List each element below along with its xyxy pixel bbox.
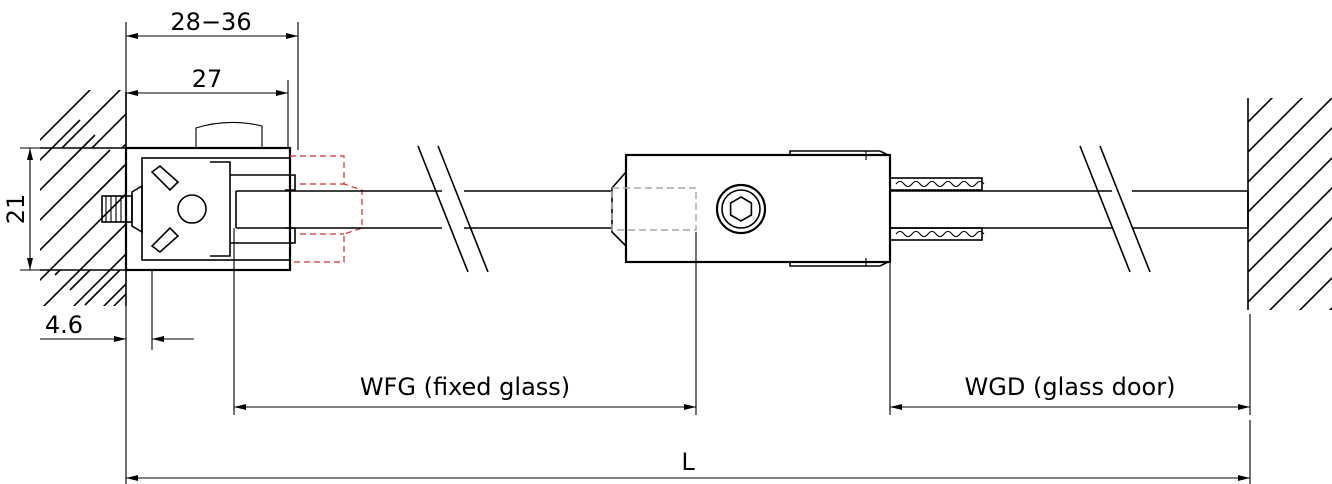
left-wall xyxy=(40,90,127,306)
glass-door xyxy=(890,145,1249,273)
right-wall xyxy=(1247,98,1332,310)
dim-height-label: 21 xyxy=(2,194,30,225)
right-wall-hatching xyxy=(1248,98,1332,310)
dim-glass-door-label: WGD (glass door) xyxy=(965,373,1176,401)
profile-clip-bottom xyxy=(150,226,180,254)
screw-icon xyxy=(101,184,143,234)
center-connector xyxy=(611,150,892,267)
dim-profile-width-label: 27 xyxy=(192,65,223,93)
extension-lines xyxy=(20,22,1251,484)
profile-glass-channel xyxy=(230,174,296,244)
profile-cover-cap xyxy=(195,121,263,148)
connector-body xyxy=(624,153,892,264)
door-seal xyxy=(889,177,985,241)
connector-hidden-slot xyxy=(611,187,697,231)
profile-web xyxy=(210,161,231,257)
dimension-lines xyxy=(27,33,1250,481)
fixed-glass xyxy=(235,145,612,273)
wall-profile xyxy=(101,121,296,272)
profile-outer xyxy=(124,146,292,272)
seal-bottom-lips xyxy=(895,230,985,238)
dim-offset-label: 4.6 xyxy=(45,311,83,339)
profile-screw-boss xyxy=(177,194,207,224)
connector-rails xyxy=(789,150,889,267)
dim-fixed-glass-label: WFG (fixed glass) xyxy=(360,373,570,401)
hidden-adapter xyxy=(290,155,363,263)
seal-top xyxy=(889,177,983,191)
hex-socket-icon xyxy=(715,183,767,235)
seal-top-lips xyxy=(895,180,985,188)
connector-chamfer xyxy=(611,171,627,247)
glass-door-break-lines xyxy=(1079,145,1151,273)
profile-clip-top xyxy=(150,164,180,192)
fixed-glass-break-lines xyxy=(417,145,489,273)
dim-top-range-label: 28−36 xyxy=(170,8,251,36)
dim-overall-length-label: L xyxy=(681,448,695,476)
profile-inner xyxy=(141,157,291,261)
left-wall-hatching xyxy=(40,90,126,306)
dimension-labels: 28−36 27 21 4.6 WFG (fixed glass) WGD (g… xyxy=(2,8,1175,476)
